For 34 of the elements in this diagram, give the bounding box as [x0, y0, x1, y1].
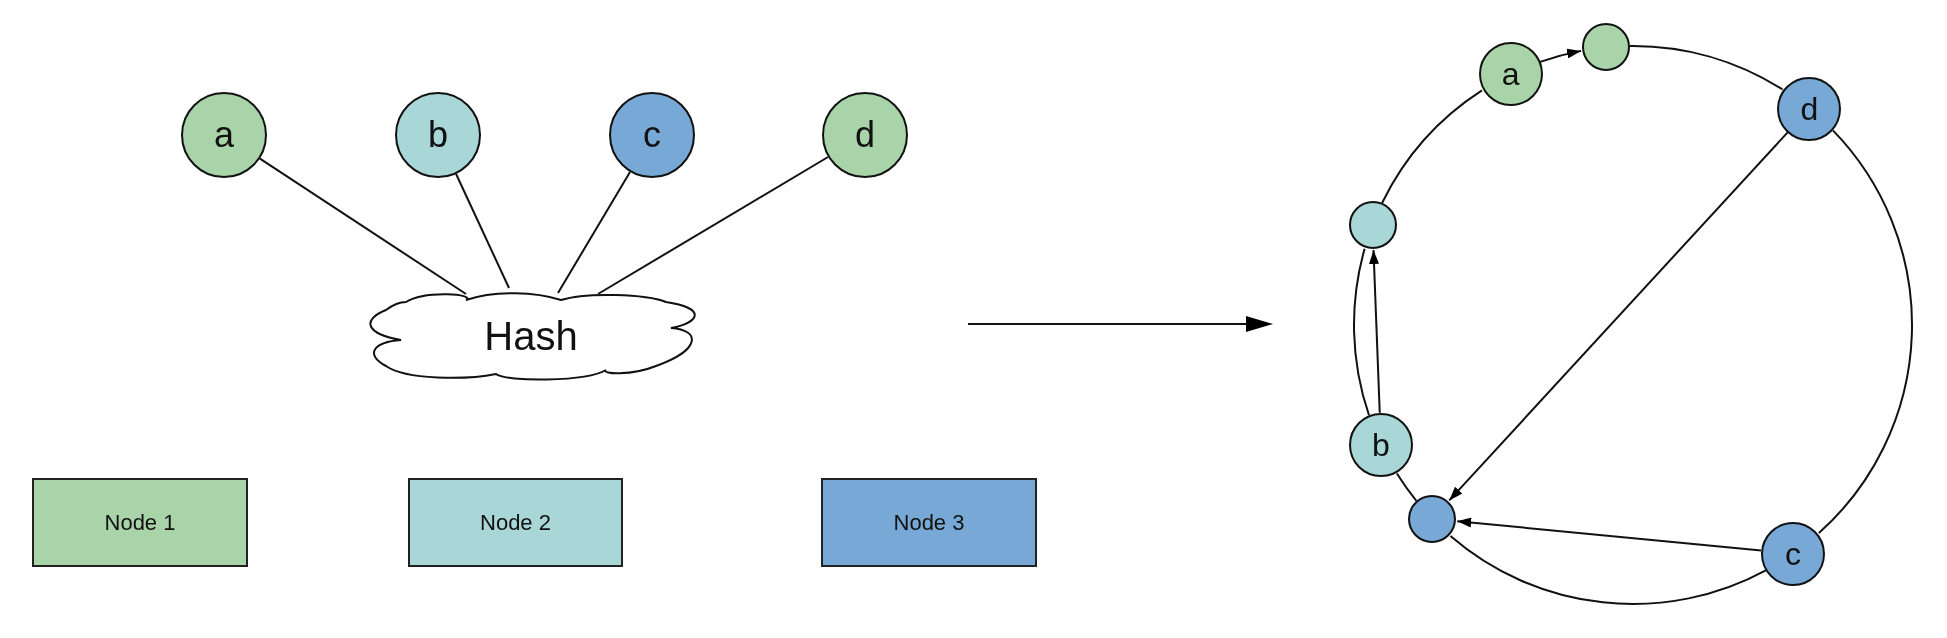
connector-line: [1449, 535, 1767, 605]
circle-node: [1408, 494, 1457, 543]
connector-line: [1817, 129, 1913, 535]
connector-line: [1628, 45, 1784, 91]
hash-cloud: [366, 290, 696, 382]
node-label: c: [643, 117, 661, 153]
arrow: [1368, 249, 1381, 414]
node-label: Hash: [484, 316, 578, 356]
connector-line: [258, 157, 467, 295]
node-label: Node 2: [480, 511, 551, 534]
server-box: [32, 478, 248, 567]
node-label: Node 1: [104, 511, 176, 534]
node-label: d: [855, 117, 875, 153]
arrow: [1539, 48, 1583, 63]
connector-line: [455, 173, 510, 289]
node-label: b: [1372, 428, 1390, 461]
connector-line: [1395, 472, 1418, 502]
connector-line: [1381, 89, 1483, 204]
node-label: a: [214, 117, 234, 153]
circle-node: [1348, 201, 1397, 249]
circle-node: [1777, 76, 1842, 141]
node-label: a: [1501, 58, 1520, 91]
node-label: c: [1785, 537, 1801, 570]
server-box: [408, 478, 623, 567]
node-label: Node 3: [893, 511, 965, 534]
arrow: [1448, 131, 1789, 502]
server-box: [821, 478, 1037, 567]
connector-line: [1353, 247, 1370, 417]
connector-line: [597, 156, 830, 295]
node-label: b: [428, 117, 448, 153]
arrow: [1456, 517, 1763, 552]
circle-node: [1761, 521, 1825, 586]
connector-line: [557, 170, 631, 294]
node-label: d: [1800, 92, 1819, 125]
